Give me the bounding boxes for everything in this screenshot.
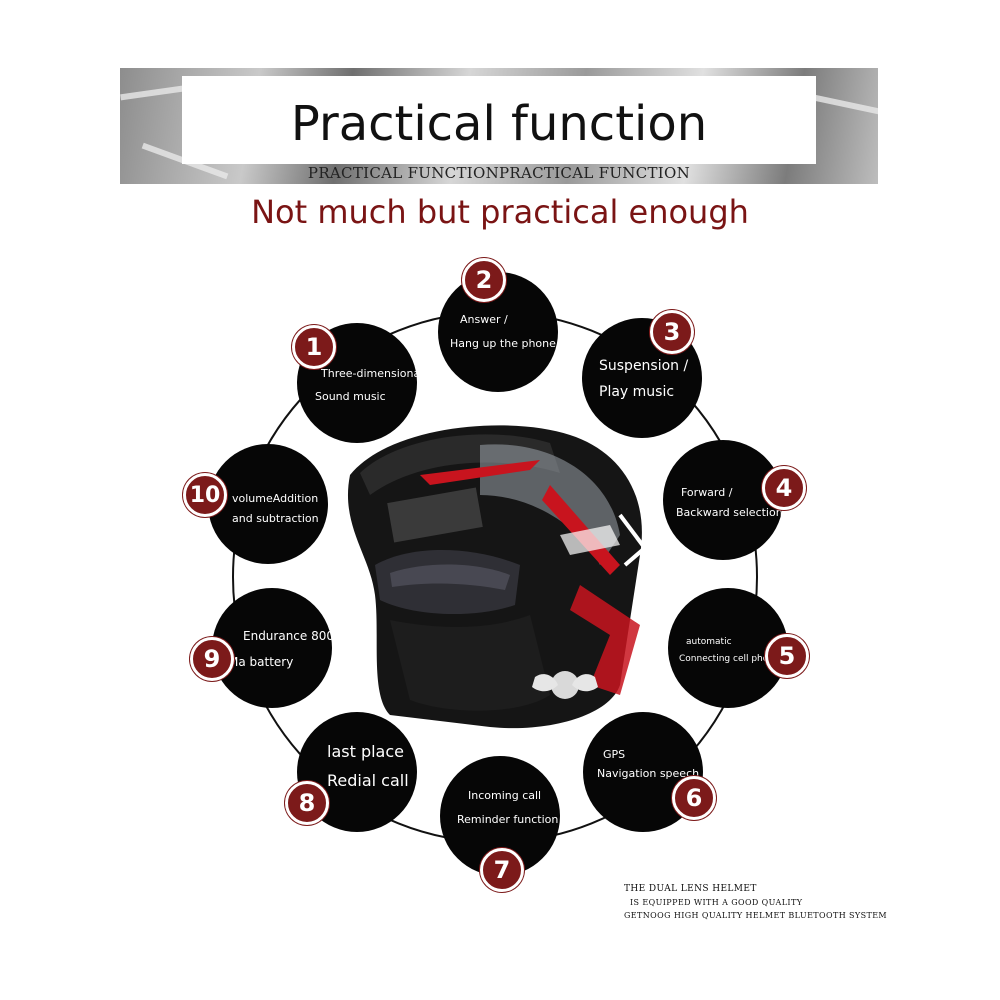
feature-1-line1: Three-dimensional bbox=[321, 367, 424, 380]
footnote-line3: GETNOOG high quality helmet bluetooth sy… bbox=[624, 911, 888, 920]
badge-4: 4 bbox=[762, 466, 806, 510]
badge-2: 2 bbox=[462, 258, 506, 302]
footnote-line1: The dual lens helmet bbox=[624, 884, 757, 894]
helmet-illustration bbox=[347, 425, 662, 729]
feature-2-line2: Hang up the phone bbox=[450, 337, 556, 350]
feature-8-line2: Redial call bbox=[327, 771, 409, 790]
badge-7: 7 bbox=[480, 848, 524, 892]
page-title: Practical function bbox=[290, 96, 708, 152]
badge-8: 8 bbox=[285, 781, 329, 825]
badge-5: 5 bbox=[765, 634, 809, 678]
feature-circle-4: Forward / Backward selection bbox=[663, 440, 783, 560]
badge-6: 6 bbox=[672, 776, 716, 820]
badge-3: 3 bbox=[650, 310, 694, 354]
feature-3-line2: Play music bbox=[599, 384, 675, 400]
feature-5-line2: Connecting cell phon bbox=[679, 654, 774, 664]
badge-10: 10 bbox=[183, 473, 227, 517]
subtitle-band: PRACTICAL FUNCTIONPRACTICAL FUNCTION bbox=[120, 162, 878, 184]
feature-6-line1: GPS bbox=[603, 748, 626, 761]
feature-7-line1: Incoming call bbox=[468, 789, 542, 802]
feature-5-line1: automatic bbox=[686, 637, 732, 647]
feature-circle-2: Answer / Hang up the phone bbox=[438, 272, 558, 392]
helmet-image bbox=[320, 415, 700, 740]
feature-circle-10: volumeAddition and subtraction bbox=[208, 444, 328, 564]
feature-6-line2: Navigation speech bbox=[597, 767, 700, 780]
feature-9-line2: Ma battery bbox=[228, 655, 294, 669]
feature-3-line1: Suspension / bbox=[599, 358, 689, 374]
page-subtitle: PRACTICAL FUNCTIONPRACTICAL FUNCTION bbox=[307, 164, 691, 182]
badge-1: 1 bbox=[292, 325, 336, 369]
badge-9: 9 bbox=[190, 637, 234, 681]
feature-circle-9: Endurance 800 Ma battery bbox=[212, 588, 335, 708]
footnote: The dual lens helmet is equipped with a … bbox=[624, 883, 887, 922]
feature-8-line1: last place bbox=[327, 742, 404, 761]
feature-4-line1: Forward / bbox=[681, 486, 733, 499]
feature-10-line2: and subtraction bbox=[232, 512, 319, 525]
header-banner: Practical function PRACTICAL FUNCTIONPRA… bbox=[120, 68, 878, 184]
feature-10-line1: volumeAddition bbox=[232, 492, 319, 505]
footnote-line2: is equipped with a good quality bbox=[630, 898, 803, 907]
feature-7-line2: Reminder function bbox=[457, 813, 559, 826]
feature-1-line2: Sound music bbox=[315, 390, 386, 403]
title-box: Practical function bbox=[182, 76, 816, 164]
feature-9-line1: Endurance 800 bbox=[243, 629, 335, 643]
feature-4-line2: Backward selection bbox=[676, 506, 783, 519]
tagline: Not much but practical enough bbox=[251, 193, 749, 231]
feature-2-line1: Answer / bbox=[460, 313, 508, 326]
